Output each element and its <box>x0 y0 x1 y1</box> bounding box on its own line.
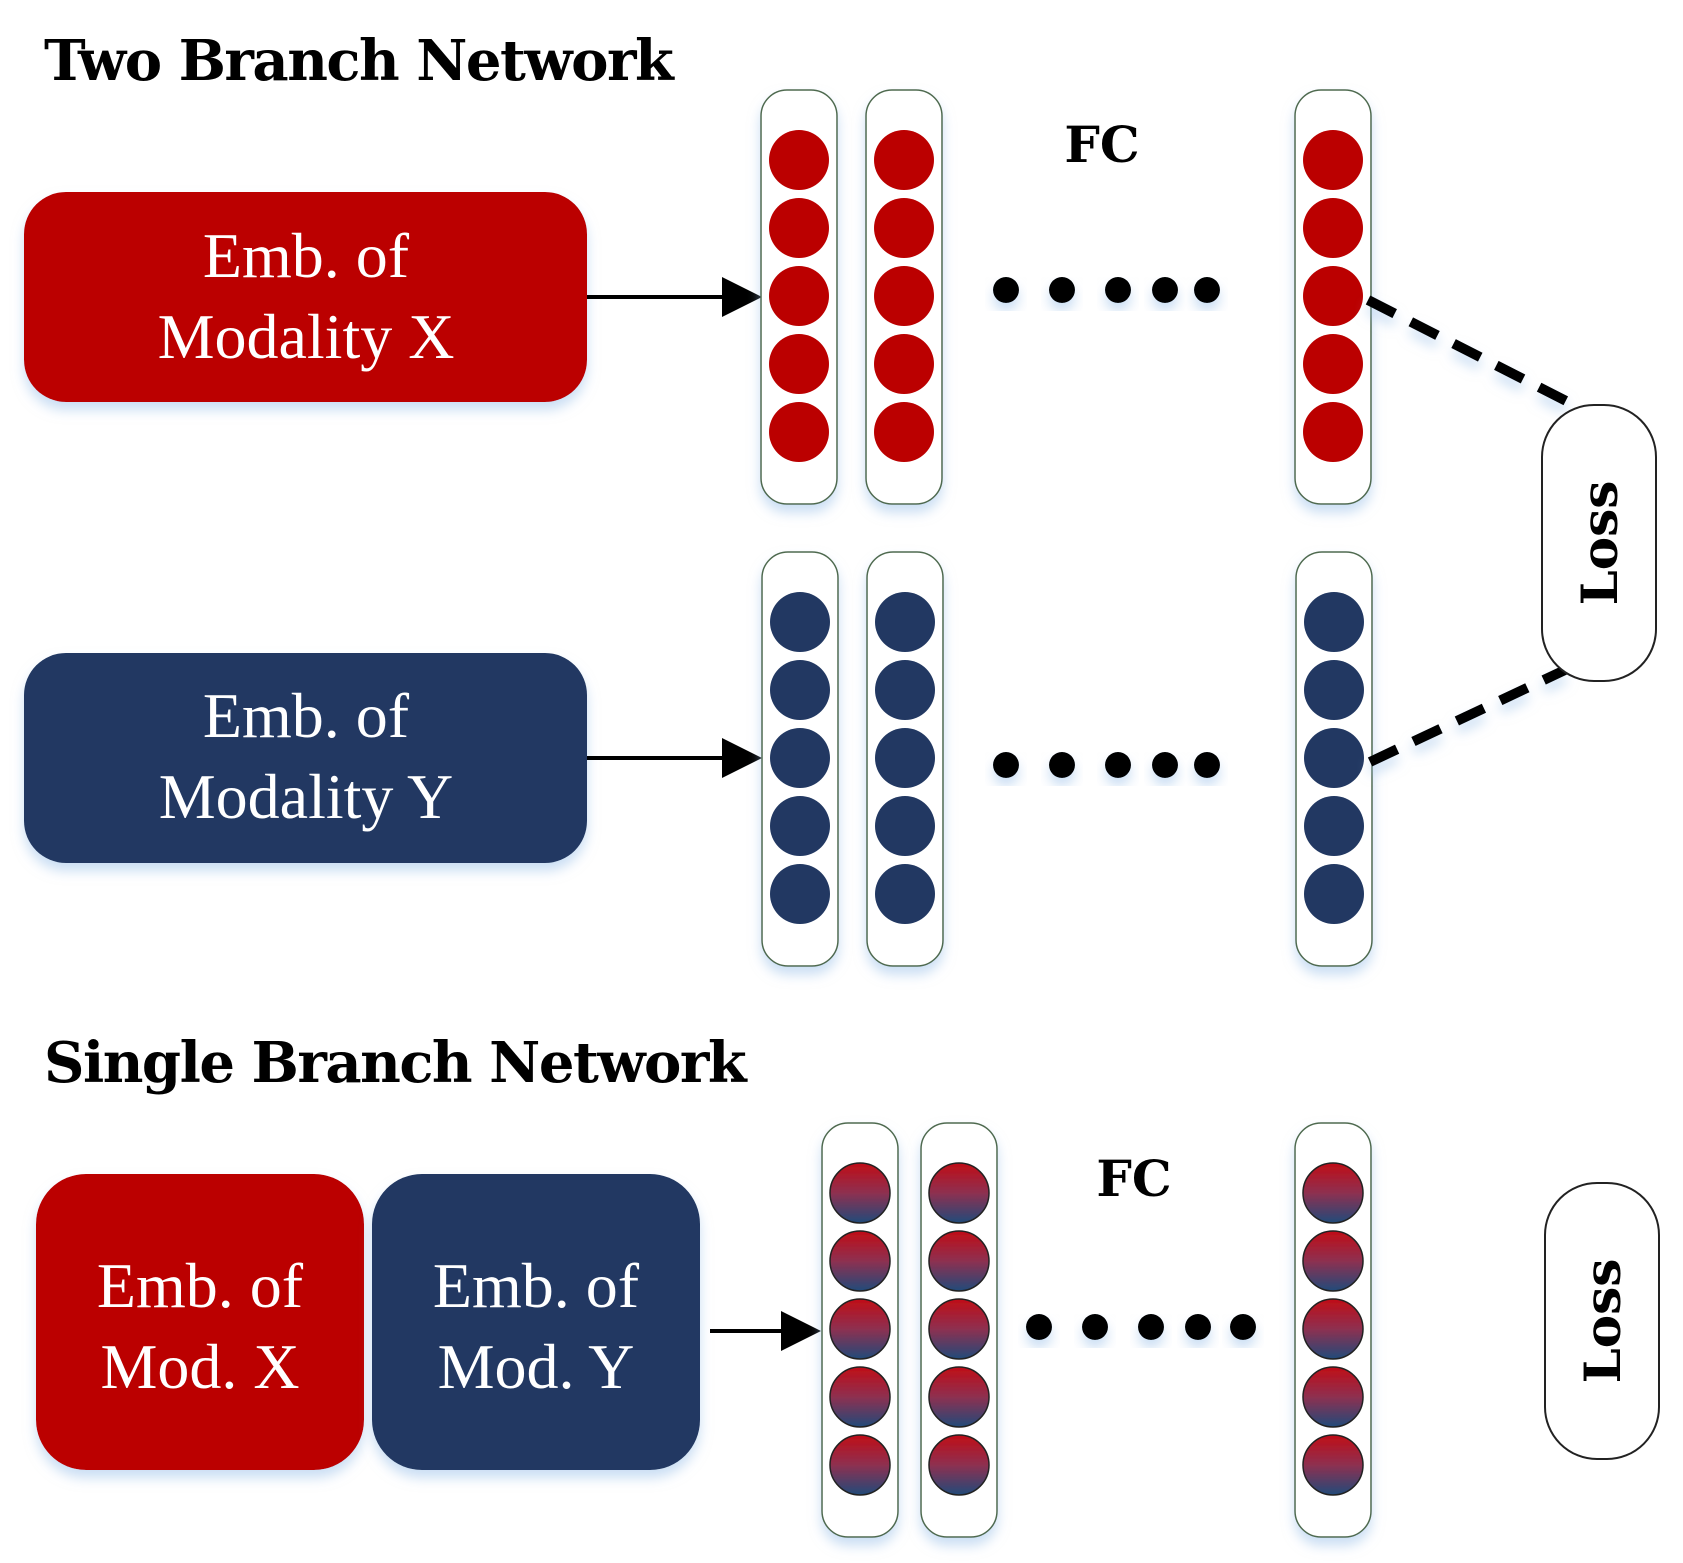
single-branch-neuron <box>1302 1298 1364 1360</box>
modality-y-neuron <box>875 864 935 924</box>
single-branch-loss-box <box>1544 1182 1660 1460</box>
ellipsis-dot <box>1026 1314 1052 1340</box>
ellipsis-dot <box>1138 1314 1164 1340</box>
modality-y-neuron <box>770 864 830 924</box>
ellipsis-dot <box>1194 752 1220 778</box>
modality-x-neuron <box>769 334 829 394</box>
modality-x-neuron <box>1303 198 1363 258</box>
modality-y-neuron <box>1304 864 1364 924</box>
modality-y-neuron <box>1304 728 1364 788</box>
ellipsis-dot <box>1185 1314 1211 1340</box>
modality-x-fc-layers <box>760 89 1372 505</box>
single-branch-ellipsis <box>1026 1314 1256 1340</box>
modality-x-label-line2: Modality X <box>158 301 455 372</box>
modality-x-ellipsis <box>993 277 1220 303</box>
single-branch-fc-layers <box>821 1122 1372 1538</box>
modality-y-layer <box>1295 551 1373 967</box>
modality-y-neuron <box>1304 592 1364 652</box>
modality-x-layer <box>865 89 943 505</box>
modality-y-label-line1: Emb. of <box>203 680 410 751</box>
two-branch-fc-label: FC <box>1064 115 1139 174</box>
ellipsis-dot <box>1230 1314 1256 1340</box>
modality-x-neuron <box>874 334 934 394</box>
single-branch-title: Single Branch Network <box>44 1030 748 1096</box>
dashed-line-x-to-loss <box>1365 295 1583 413</box>
single-branch-neuron <box>1302 1434 1364 1496</box>
modality-x-neuron <box>1303 130 1363 190</box>
modality-x-neuron <box>1303 402 1363 462</box>
modality-y-layer <box>761 551 839 967</box>
ellipsis-dot <box>1105 277 1131 303</box>
modality-y-ellipsis <box>993 752 1220 778</box>
single-branch-fc-label: FC <box>1096 1149 1171 1208</box>
mod-x-label-line1: Emb. of <box>97 1250 304 1321</box>
modality-x-neuron <box>769 402 829 462</box>
single-branch-neuron <box>829 1230 891 1292</box>
modality-x-neuron <box>1303 266 1363 326</box>
ellipsis-dot <box>1152 277 1178 303</box>
modality-x-layer <box>760 89 838 505</box>
single-branch-neuron <box>928 1230 990 1292</box>
modality-x-neuron <box>874 130 934 190</box>
single-branch-neuron <box>829 1298 891 1360</box>
single-branch-layer <box>1294 1122 1372 1538</box>
single-branch-neuron <box>1302 1162 1364 1224</box>
single-branch-layer <box>821 1122 899 1538</box>
ellipsis-dot <box>1049 752 1075 778</box>
single-branch-layer <box>920 1122 998 1538</box>
ellipsis-dot <box>1194 277 1220 303</box>
mod-x-embedding-box <box>36 1174 364 1470</box>
ellipsis-dot <box>993 277 1019 303</box>
single-branch-neuron <box>1302 1366 1364 1428</box>
modality-y-neuron <box>875 660 935 720</box>
modality-x-neuron <box>874 266 934 326</box>
ellipsis-dot <box>1082 1314 1108 1340</box>
modality-x-neuron <box>769 130 829 190</box>
mod-y-label-line2: Mod. Y <box>438 1331 635 1402</box>
ellipsis-dot <box>1152 752 1178 778</box>
single-branch-neuron <box>928 1162 990 1224</box>
single-branch-neuron <box>829 1434 891 1496</box>
modality-x-neuron <box>769 266 829 326</box>
modality-y-label-line2: Modality Y <box>159 761 454 832</box>
single-branch-neuron <box>928 1366 990 1428</box>
modality-y-neuron <box>875 728 935 788</box>
ellipsis-dot <box>1105 752 1131 778</box>
modality-x-neuron <box>874 402 934 462</box>
modality-y-layer <box>866 551 944 967</box>
modality-y-embedding-box <box>24 653 587 863</box>
modality-y-neuron <box>875 592 935 652</box>
mod-y-label-line1: Emb. of <box>433 1250 640 1321</box>
modality-x-layer <box>1294 89 1372 505</box>
modality-x-label-line1: Emb. of <box>203 220 410 291</box>
modality-x-embedding-box <box>24 192 587 402</box>
modality-x-neuron <box>874 198 934 258</box>
two-branch-loss-label: Loss <box>1570 481 1629 606</box>
ellipsis-dot <box>1049 277 1075 303</box>
modality-y-neuron <box>770 796 830 856</box>
modality-y-fc-layers <box>761 551 1373 967</box>
modality-y-neuron <box>1304 660 1364 720</box>
modality-x-neuron <box>769 198 829 258</box>
modality-x-neuron <box>1303 334 1363 394</box>
single-branch-loss-label: Loss <box>1573 1259 1632 1384</box>
dashed-line-y-to-loss <box>1367 665 1568 767</box>
single-branch-neuron <box>829 1366 891 1428</box>
two-branch-title: Two Branch Network <box>44 28 675 94</box>
single-branch-neuron <box>928 1298 990 1360</box>
modality-y-neuron <box>1304 796 1364 856</box>
two-branch-loss-box <box>1541 404 1657 682</box>
modality-y-neuron <box>770 728 830 788</box>
mod-x-label-line2: Mod. X <box>100 1331 299 1402</box>
mod-y-embedding-box <box>372 1174 700 1470</box>
single-branch-neuron <box>1302 1230 1364 1292</box>
modality-y-neuron <box>770 592 830 652</box>
modality-y-neuron <box>875 796 935 856</box>
ellipsis-dot <box>993 752 1019 778</box>
single-branch-neuron <box>928 1434 990 1496</box>
single-branch-neuron <box>829 1162 891 1224</box>
modality-y-neuron <box>770 660 830 720</box>
